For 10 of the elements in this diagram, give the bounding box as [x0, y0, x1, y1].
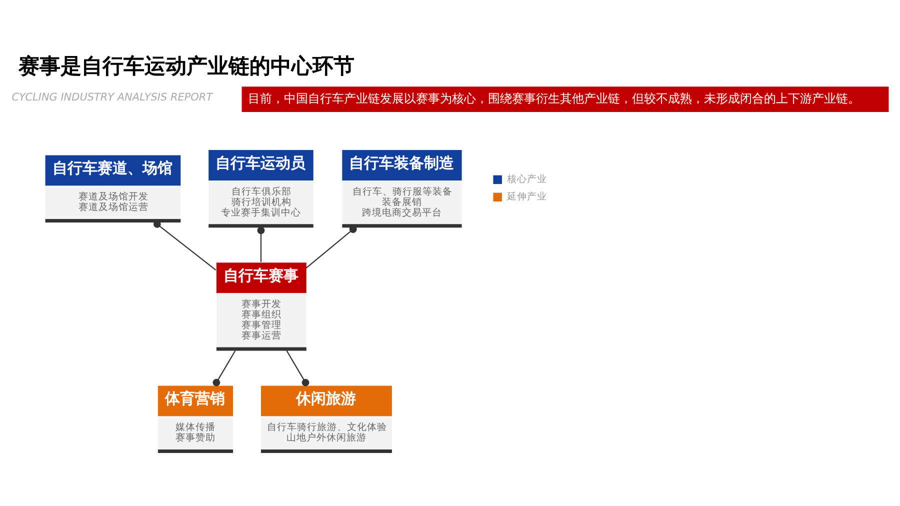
- legend-label: 延伸产业: [507, 192, 548, 203]
- diagram-title: 赛事是自行车运动产业链的中心环节: [18, 54, 355, 78]
- label: CYCLING INDUSTRY ANALYSIS REPORT: [12, 92, 213, 104]
- legend-label: 核心产业: [507, 174, 548, 186]
- connector: [306, 226, 357, 268]
- connector: [286, 350, 310, 386]
- connector: [257, 226, 265, 262]
- node-box: 目前，中国自行车产业链发展以赛事为核心，围绕赛事衍生其他产业链，但较不成熟，未形成闭合的上下游产业链。: [242, 86, 889, 112]
- connector: [212, 350, 236, 386]
- connector: [153, 220, 216, 271]
